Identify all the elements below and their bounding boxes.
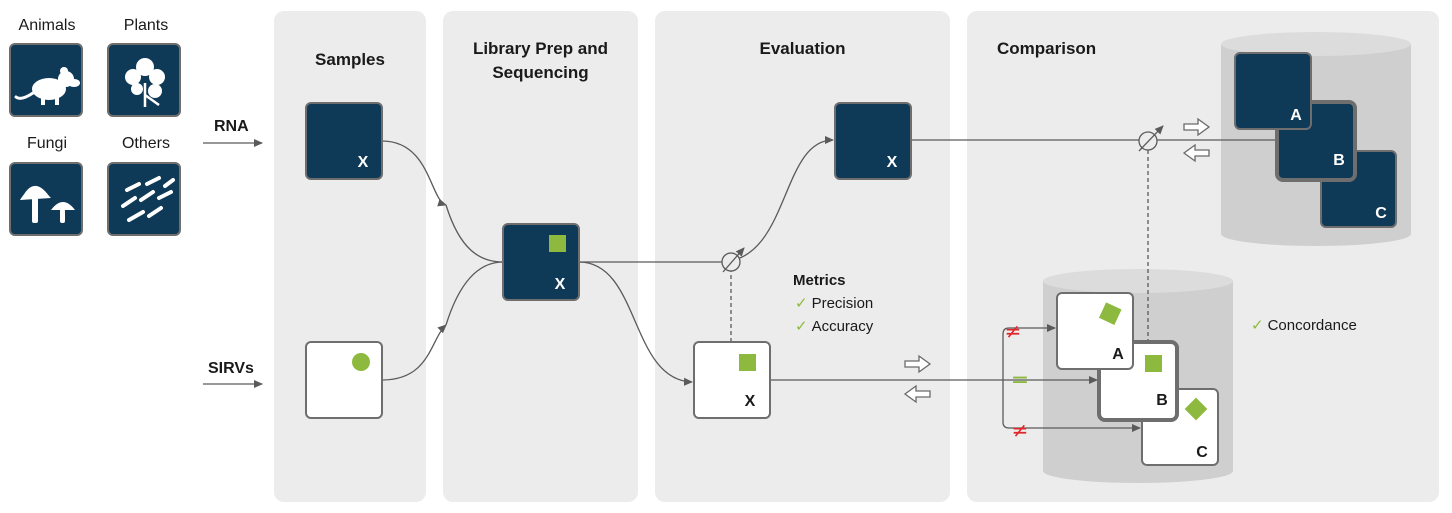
equal-b: = [1011,368,1029,393]
rna-sample-box: X [305,102,383,180]
sirvs-label: SIRVs [208,360,254,377]
sirv-c-letter: C [1196,444,1208,461]
metrics-title: Metrics [793,272,846,289]
sirv-sample-box [305,341,383,419]
sirv-box-a: A [1056,292,1134,370]
reference-a-letter: A [1290,107,1302,124]
metric-accuracy-label: Accuracy [811,318,874,335]
library-title-line1: Library Prep and [472,39,609,58]
library-title-line2: Sequencing [492,63,589,82]
rna-label: RNA [214,118,249,135]
plants-label: Plants [123,17,169,34]
sirv-spike-circle [352,353,370,371]
eval-rna-letter: X [887,154,898,171]
concordance: ✓Concordance [1251,316,1357,334]
check-icon: ✓ [795,295,808,312]
comparison-title: Comparison [997,39,1097,58]
not-equal-a: ≠ [1005,319,1022,343]
exchange-arrows-top [1182,117,1211,163]
rna-sample-letter: X [358,154,369,171]
leaf-icon [107,43,181,117]
library-box: X [502,223,580,301]
evaluation-panel: Evaluation [655,11,950,502]
metric-precision-label: Precision [811,295,874,312]
not-equal-c: ≠ [1012,418,1029,442]
reference-box-a: A [1234,52,1312,130]
metric-precision: ✓Precision [795,294,873,312]
eval-rna-box: X [834,102,912,180]
sirv-a-letter: A [1112,346,1124,363]
eval-sirv-box: X [693,341,771,419]
animals-label: Animals [18,17,76,34]
reference-c-letter: C [1375,205,1387,222]
rat-icon [9,43,83,117]
concordance-label: Concordance [1267,317,1357,334]
library-letter: X [555,276,566,293]
eval-sirv-letter: X [745,393,756,410]
check-icon: ✓ [795,318,808,335]
check-icon: ✓ [1251,317,1264,334]
evaluation-title: Evaluation [759,39,846,58]
samples-panel: Samples [274,11,426,502]
others-label: Others [121,135,170,152]
sirv-b-letter: B [1156,392,1168,409]
reference-b-letter: B [1333,152,1345,169]
samples-title: Samples [315,50,385,69]
mushroom-icon [9,162,83,236]
exchange-arrows-bottom [903,354,932,404]
fungi-label: Fungi [26,135,68,152]
bacteria-icon [107,162,181,236]
metric-accuracy: ✓Accuracy [795,317,873,335]
